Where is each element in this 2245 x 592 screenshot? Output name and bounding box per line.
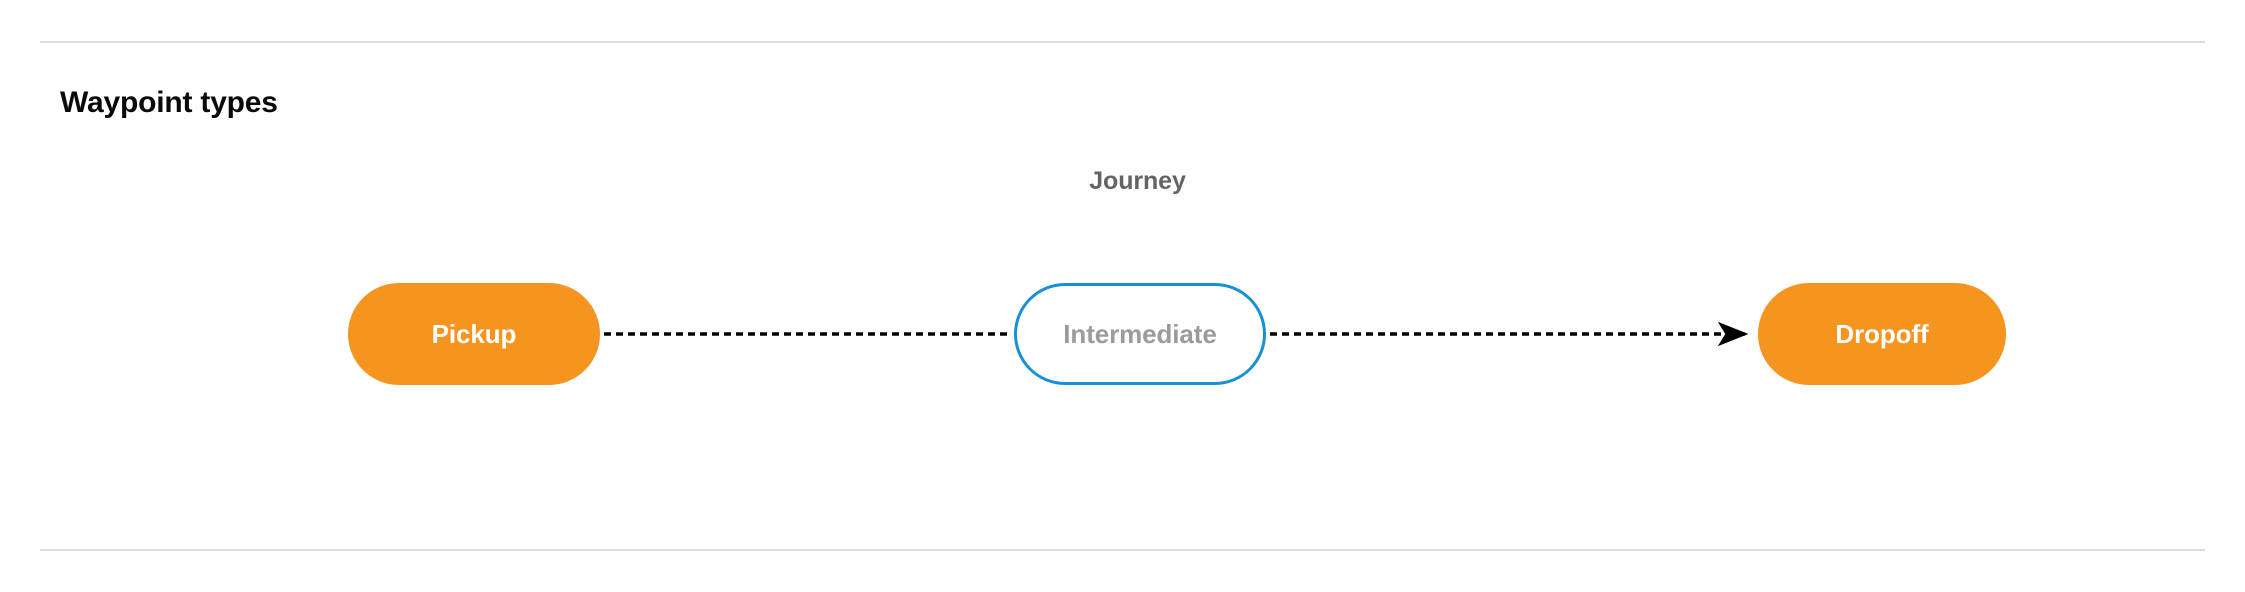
bottom-divider	[40, 549, 2205, 551]
node-pickup[interactable]: Pickup	[348, 283, 600, 385]
node-intermediate-label: Intermediate	[1063, 318, 1217, 349]
connector-layer	[604, 321, 1749, 347]
node-dropoff-label: Dropoff	[1835, 318, 1929, 349]
page-title: Waypoint types	[60, 85, 278, 119]
journey-group-label-text: Journey	[1089, 167, 1186, 195]
node-intermediate[interactable]: Intermediate	[1014, 283, 1266, 385]
journey-group-label: Journey	[0, 167, 2245, 196]
node-pickup-label: Pickup	[431, 318, 517, 349]
node-dropoff[interactable]: Dropoff	[1758, 283, 2006, 385]
top-divider	[40, 41, 2205, 43]
waypoint-types-diagram: Journey Pickup Intermediate Dropoff	[0, 120, 2245, 440]
